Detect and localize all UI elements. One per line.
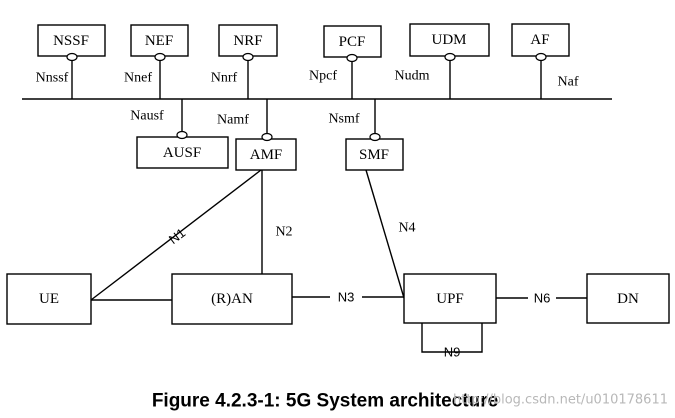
n9-label: N9 bbox=[444, 345, 461, 360]
n9-loop bbox=[421, 323, 483, 353]
ue-box bbox=[6, 273, 92, 325]
naf-label: Naf bbox=[558, 75, 579, 90]
pcf-label: PCF bbox=[339, 34, 366, 50]
watermark-url: http://blog.csdn.net/u010178611 bbox=[453, 393, 668, 408]
n2-label: N2 bbox=[275, 225, 292, 240]
nnef-label: Nnef bbox=[124, 71, 152, 86]
nssf-port bbox=[66, 52, 78, 62]
ran-label: (R)AN bbox=[211, 291, 253, 307]
nef-box bbox=[130, 24, 189, 57]
n3-label: N3 bbox=[338, 290, 355, 305]
smf-label: SMF bbox=[359, 147, 389, 163]
amf-box bbox=[235, 138, 297, 171]
pcf-port bbox=[346, 53, 358, 63]
nnrf-label: Nnrf bbox=[211, 71, 238, 86]
n6-label: N6 bbox=[534, 291, 551, 306]
ran-box bbox=[171, 273, 293, 325]
udm-port bbox=[444, 52, 456, 62]
nnssf-label: Nnssf bbox=[36, 71, 69, 86]
nrf-box bbox=[218, 24, 278, 57]
af-port bbox=[535, 52, 547, 62]
dn-box bbox=[586, 273, 670, 324]
nudm-label: Nudm bbox=[395, 69, 430, 84]
dn-label: DN bbox=[617, 291, 639, 307]
n4-line bbox=[365, 169, 405, 299]
amf-label: AMF bbox=[250, 147, 283, 163]
figure-caption: Figure 4.2.3-1: 5G System architecture bbox=[152, 391, 498, 412]
pcf-box bbox=[323, 25, 382, 58]
amf-port bbox=[261, 132, 273, 142]
ue-label: UE bbox=[39, 291, 59, 307]
nausf-label: Nausf bbox=[130, 109, 164, 124]
nef-port bbox=[154, 52, 166, 62]
ausf-label: AUSF bbox=[163, 145, 201, 161]
ausf-port bbox=[176, 130, 188, 140]
npcf-label: Npcf bbox=[309, 69, 337, 84]
upf-box bbox=[403, 273, 497, 324]
nef-label: NEF bbox=[145, 33, 173, 49]
nrf-label: NRF bbox=[233, 33, 262, 49]
n4-label: N4 bbox=[398, 221, 415, 236]
udm-label: UDM bbox=[431, 32, 466, 48]
nsmf-label: Nsmf bbox=[328, 112, 359, 127]
nrf-port bbox=[242, 52, 254, 62]
ausf-box bbox=[136, 136, 229, 169]
namf-label: Namf bbox=[217, 113, 249, 128]
smf-port bbox=[369, 132, 381, 142]
udm-box bbox=[409, 23, 490, 57]
upf-label: UPF bbox=[436, 291, 464, 307]
nssf-label: NSSF bbox=[53, 33, 89, 49]
n1-line bbox=[90, 169, 262, 301]
af-label: AF bbox=[530, 32, 549, 48]
